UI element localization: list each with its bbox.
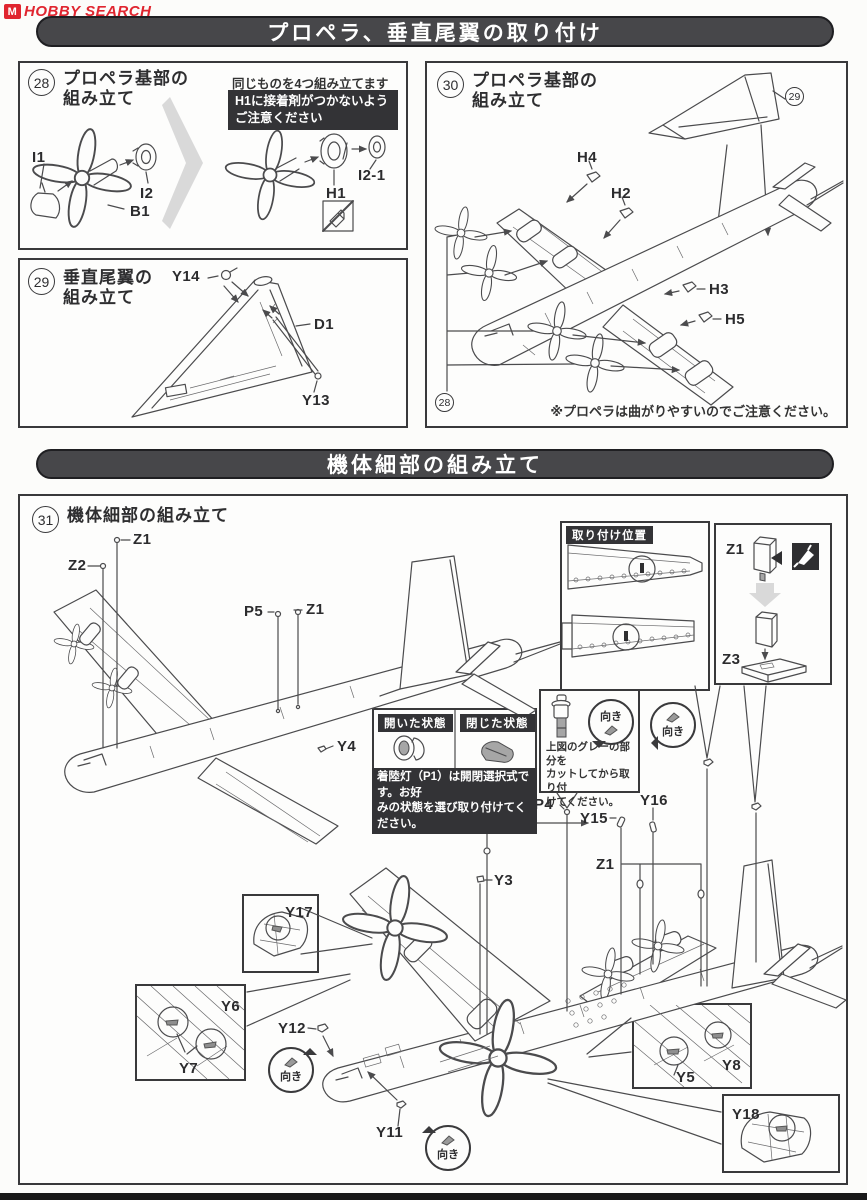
- part-label-p5: P5: [244, 603, 264, 620]
- part-label-z1-top: Z1: [133, 531, 152, 548]
- open-state-label: 開いた状態: [378, 714, 453, 732]
- part-label-y14: Y14: [172, 268, 200, 285]
- part-label-p4: P4: [534, 796, 554, 813]
- part-label-z1-mid: Z1: [596, 856, 615, 873]
- orientation-label: 向き: [280, 1071, 302, 1083]
- orientation-part-icon: [604, 725, 618, 736]
- orientation-label: 向き: [662, 726, 684, 738]
- step-31-number: 31: [32, 506, 59, 533]
- landing-light-inset: 開いた状態 閉じた状態 着陸灯（P1）は開閉選択式です。お好 みの状態を選び取り…: [372, 708, 537, 835]
- orientation-bubble-y12: 向き: [268, 1047, 317, 1093]
- orientation-label: 向き: [437, 1149, 459, 1161]
- part-label-z2: Z2: [68, 557, 87, 574]
- orientation-label: 向き: [600, 711, 622, 723]
- step-30-header: 30 プロペラ基部の 組み立て: [437, 71, 598, 111]
- part-label-h4: H4: [577, 149, 597, 166]
- part-label-y12: Y12: [278, 1020, 306, 1037]
- y18-detail-inset: Y18: [722, 1094, 840, 1173]
- part-label-y3: Y3: [494, 872, 514, 889]
- step-28-panel: 28 プロペラ基部の 組み立て 同じものを4つ組み立てます H1に接着剤がつかな…: [18, 61, 408, 250]
- closed-state-label: 閉じた状態: [460, 714, 535, 732]
- y17-nacelle-drawing: [253, 911, 309, 957]
- aircraft-bottom-front-view: [322, 859, 846, 1119]
- z1-z3-inset: Z1 Z3: [714, 523, 832, 685]
- part-label-d1: D1: [314, 316, 334, 333]
- logo-mark-icon: M: [4, 4, 21, 19]
- attachment-position-title: 取り付け位置: [566, 526, 653, 544]
- part-label-i2-1: I2-1: [358, 167, 386, 184]
- aircraft-propeller-install-drawing: [433, 72, 844, 406]
- orientation-part-icon: [441, 1135, 455, 1146]
- part-label-h1: H1: [326, 185, 346, 202]
- step-30-title: プロペラ基部の 組み立て: [472, 71, 598, 111]
- part-label-y5: Y5: [676, 1069, 696, 1086]
- step-31-panel: 31 機体細部の組み立て Z2 Z1 P5 Z1 Y4 P1 Y3 P4 Y15…: [18, 494, 848, 1185]
- part-label-y17: Y17: [285, 904, 313, 921]
- section-header-2: 機体細部の組み立て: [36, 449, 834, 479]
- part-label-y11: Y11: [376, 1124, 404, 1141]
- logo-text: HOBBY SEARCH: [24, 3, 152, 20]
- tail-fin-drawing: [131, 267, 322, 418]
- glue-warning-note: H1に接着剤がつかないよう ご注意ください: [228, 90, 398, 130]
- part-label-y16: Y16: [640, 792, 668, 809]
- part-label-h3: H3: [709, 281, 729, 298]
- part-label-z3: Z3: [722, 651, 741, 668]
- orientation-part-icon: [666, 712, 680, 723]
- aircraft-top-rear-view: [53, 555, 561, 845]
- orientation-bubble-b: 向き: [650, 702, 696, 750]
- step-28-number: 28: [28, 69, 55, 96]
- step-28-reference-circle: 28: [435, 393, 454, 412]
- z1-cut-attach-drawing: [741, 536, 819, 683]
- part-label-y7: Y7: [179, 1060, 199, 1077]
- orientation-bubble-y11: 向き: [422, 1125, 471, 1171]
- part-label-y13: Y13: [302, 392, 330, 409]
- step-29-reference-circle: 29: [785, 87, 804, 106]
- part-label-i1: I1: [32, 149, 46, 166]
- section-header-1: プロペラ、垂直尾翼の取り付け: [36, 16, 834, 47]
- y6-y7-detail-inset: Y6 Y7: [135, 984, 246, 1081]
- attachment-position-inset: 取り付け位置: [560, 521, 710, 691]
- part-label-h2: H2: [611, 185, 631, 202]
- step-31-header: 31 機体細部の組み立て: [32, 506, 229, 533]
- orientation-bubble-a: 向き: [588, 699, 634, 748]
- part-label-z1-spine: Z1: [306, 601, 325, 618]
- part-label-y18: Y18: [732, 1106, 760, 1123]
- wing-position-drawing: [562, 544, 703, 658]
- part-label-i2: I2: [140, 185, 154, 202]
- y5-y8-detail-inset: Y5 Y8: [632, 1003, 752, 1089]
- part-label-y4: Y4: [337, 738, 357, 755]
- step-30-panel: 30 プロペラ基部の 組み立て H4 H2 H3 H5 29 28 ※プロペラは…: [425, 61, 848, 428]
- scan-bottom-edge: [0, 1193, 867, 1200]
- part-label-y8: Y8: [722, 1057, 742, 1074]
- step-29-header: 29 垂直尾翼の 組み立て: [28, 268, 153, 308]
- step-29-title: 垂直尾翼の 組み立て: [63, 268, 153, 308]
- cut-part-inset: 上図のグレーの部分を カットしてから取り付 けてください。: [539, 689, 640, 808]
- step-29-number: 29: [28, 268, 55, 295]
- step-28-title: プロペラ基部の 組み立て: [63, 69, 189, 109]
- part-label-z1-inset: Z1: [726, 541, 745, 558]
- propeller-assembly-drawing: [30, 97, 386, 232]
- part-label-h5: H5: [725, 311, 745, 328]
- landing-light-note: 着陸灯（P1）は開閉選択式です。お好 みの状態を選び取り付けてください。: [372, 768, 537, 835]
- propeller-caution-note: ※プロペラは曲がりやすいのでご注意ください。: [550, 404, 836, 419]
- y6-y7-wing-drawing: [137, 986, 244, 1079]
- y5-y8-wing-drawing: [634, 1005, 750, 1087]
- orientation-part-icon: [284, 1057, 298, 1068]
- hobbysearch-logo: M HOBBY SEARCH: [4, 3, 151, 20]
- step-29-panel: 29 垂直尾翼の 組み立て Y14 D1 Y13: [18, 258, 408, 428]
- cut-part-drawing: [551, 694, 571, 738]
- quantity-note: 同じものを4つ組み立てます: [232, 77, 389, 91]
- y17-detail-inset: Y17: [242, 894, 319, 973]
- part-label-y15: Y15: [580, 810, 608, 827]
- part-label-b1: B1: [130, 203, 150, 220]
- y18-nacelle-drawing: [740, 1111, 812, 1163]
- airframe-details-drawing: [53, 536, 846, 1145]
- part-label-y6: Y6: [221, 998, 241, 1015]
- step-28-header: 28 プロペラ基部の 組み立て: [28, 69, 189, 109]
- step-31-title: 機体細部の組み立て: [67, 506, 229, 525]
- landing-light-states-drawing: [393, 710, 514, 770]
- step-30-number: 30: [437, 71, 464, 98]
